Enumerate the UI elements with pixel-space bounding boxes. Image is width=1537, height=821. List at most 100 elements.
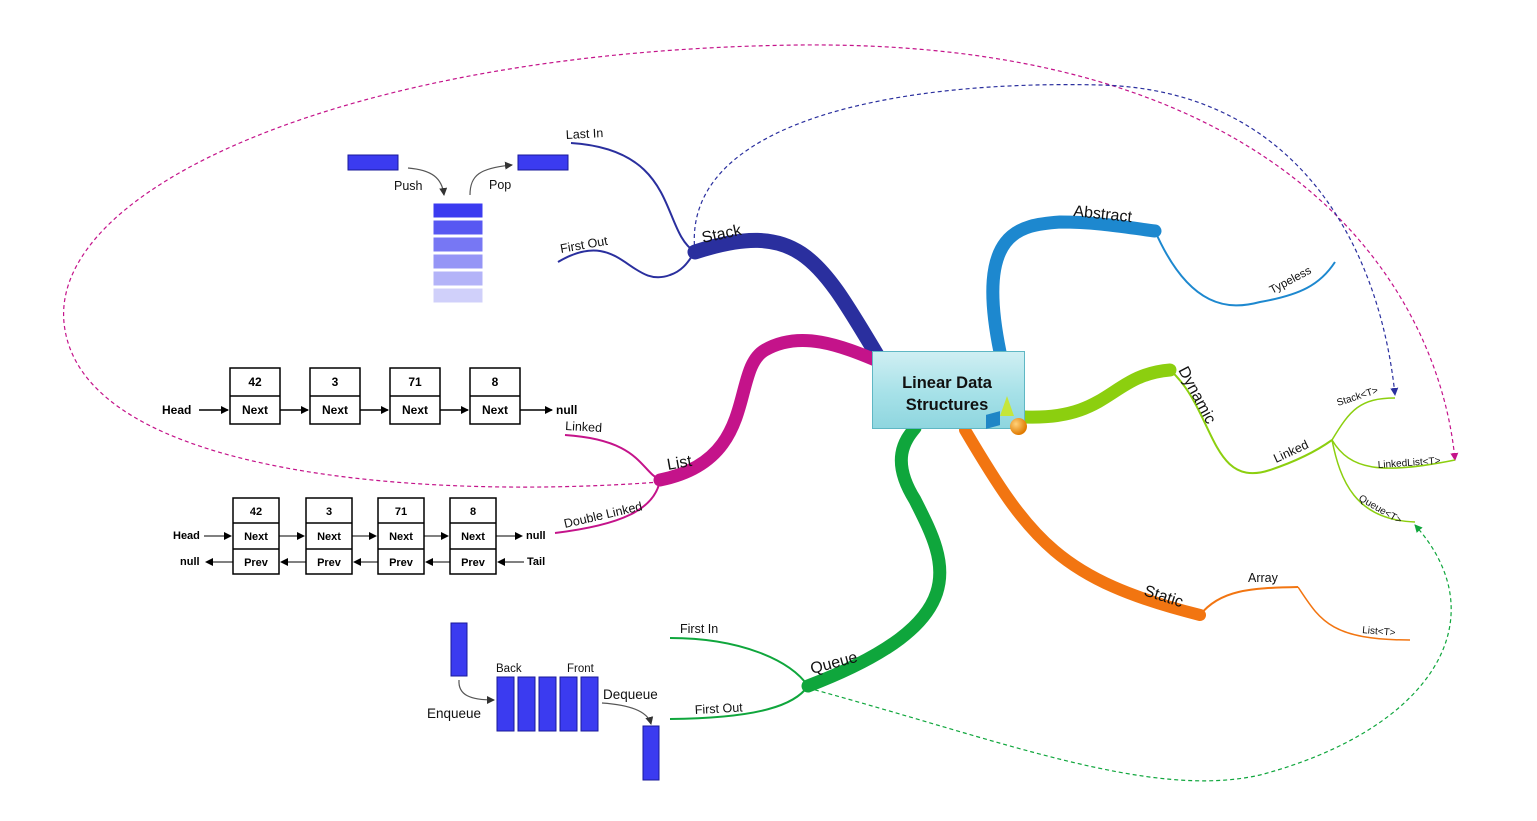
dll-node-next: Next [461,531,485,543]
sll-node: 71 Next [389,367,441,425]
dll-node-prev: Prev [389,557,414,569]
dll-node-value: 3 [326,506,332,518]
doubly-linked-list: Head null 42 Next Prev 3 Next Prev [173,497,546,575]
stack-cell-1 [432,202,484,219]
label-list-double-linked: Double Linked [563,499,644,531]
label-push: Push [394,179,423,193]
label-abstract-typeless: Typeless [1268,265,1314,297]
push-arrow [407,167,448,196]
dll-node-value: 42 [250,506,262,518]
stack-cell-4 [432,253,484,270]
central-topic: Linear Data Structures [872,351,1025,429]
label-queue-first-in: First In [680,622,718,636]
singly-linked-list: Head 42 Next 3 Next 71 Next 8 Next [162,367,577,425]
dll-node-prev: Prev [244,557,269,569]
dll-node-prev: Prev [461,557,486,569]
central-topic-line2: Structures [905,396,989,414]
enqueue-block [450,622,468,677]
branch-queue [801,421,947,693]
sll-node-value: 42 [248,375,262,389]
label-dynamic-linkedlist-t: LinkedList<T> [1377,456,1441,471]
sll-head-label: Head [162,403,191,417]
central-topic-line1: Linear Data [902,374,992,392]
label-static-array: Array [1248,571,1279,585]
stack-cell-6 [432,287,484,304]
sll-node-value: 71 [408,375,422,389]
branch-abstract-typeless [1154,230,1336,307]
label-dequeue: Dequeue [603,687,658,702]
branch-abstract [986,215,1162,359]
dll-head-label: Head [173,530,200,542]
dll-node-next: Next [317,531,341,543]
label-pop: Pop [489,178,511,192]
sll-node: 42 Next [229,367,281,425]
branch-static [959,424,1206,621]
dashed-link-queue-to-queue-t [807,524,1452,782]
dll-node: 3 Next Prev [305,497,353,575]
sll-node: 8 Next [469,367,521,425]
sll-node-next: Next [242,403,268,417]
dll-node-value: 71 [395,506,407,518]
branch-queue-first-out [669,685,809,720]
dll-node: 8 Next Prev [449,497,497,575]
label-dynamic-queue-t: Queue<T> [1357,493,1404,527]
dashed-link-stack-to-stack-t [693,84,1399,396]
branch-list-linked [564,434,661,481]
queue-cell [517,676,536,732]
label-queue-first-out: First Out [694,700,743,717]
branch-dynamic-linkedlist-t [1331,439,1456,469]
dll-node-next: Next [244,531,268,543]
branch-stack-last-in [570,142,696,253]
queue-illustration: Enqueue Back Front Dequeue [427,622,660,781]
branch-list-double-linked [554,479,661,534]
pop-block [517,154,569,171]
push-block [347,154,399,171]
label-dynamic: Dynamic [1174,364,1218,427]
label-back: Back [496,663,522,675]
stack-cell-3 [432,236,484,253]
branch-dynamic-queue-t [1331,439,1416,523]
sll-node-next: Next [322,403,348,417]
queue-cell [538,676,557,732]
label-enqueue: Enqueue [427,706,481,721]
sphere-icon [1010,418,1027,435]
stack-illustration: Push Pop [347,154,569,304]
cone-icon [1000,396,1014,416]
pop-arrow [469,161,513,196]
sll-node-next: Next [482,403,508,417]
queue-cell [559,676,578,732]
label-abstract: Abstract [1073,203,1134,226]
dll-tail-label: Tail [527,556,545,568]
branch-stack-first-out [557,249,696,279]
label-stack-first-out: First Out [559,234,609,256]
dll-node-value: 8 [470,506,476,518]
sll-node-next: Next [402,403,428,417]
label-list: List [666,453,694,474]
dll-node: 42 Next Prev [232,497,280,575]
enqueue-arrow [458,679,495,704]
sll-node-value: 3 [332,375,339,389]
queue-cell [580,676,599,732]
queue-cell [496,676,515,732]
stack-cell-2 [432,219,484,236]
sll-node-value: 8 [492,375,499,389]
branch-static-array [1199,586,1299,616]
label-dynamic-stack-t: Stack<T> [1336,385,1380,409]
branch-static-list-t [1297,586,1411,641]
dashed-link-list-to-linkedlist [63,44,1459,488]
branch-list [653,333,887,487]
dll-null-right-label: null [526,530,546,542]
dll-node: 71 Next Prev [377,497,425,575]
dequeue-arrow [601,702,654,725]
branch-queue-first-in [669,637,809,687]
branch-dynamic [1018,363,1177,424]
stack-cell-5 [432,270,484,287]
dll-node-prev: Prev [317,557,342,569]
label-static-list-t: List<T> [1362,625,1396,639]
dll-null-left-label: null [180,556,200,568]
dequeue-block [642,725,660,781]
branch-dynamic-stack-t [1331,397,1396,441]
branch-dynamic-linked [1169,369,1333,474]
label-stack-last-in: Last In [565,126,603,142]
